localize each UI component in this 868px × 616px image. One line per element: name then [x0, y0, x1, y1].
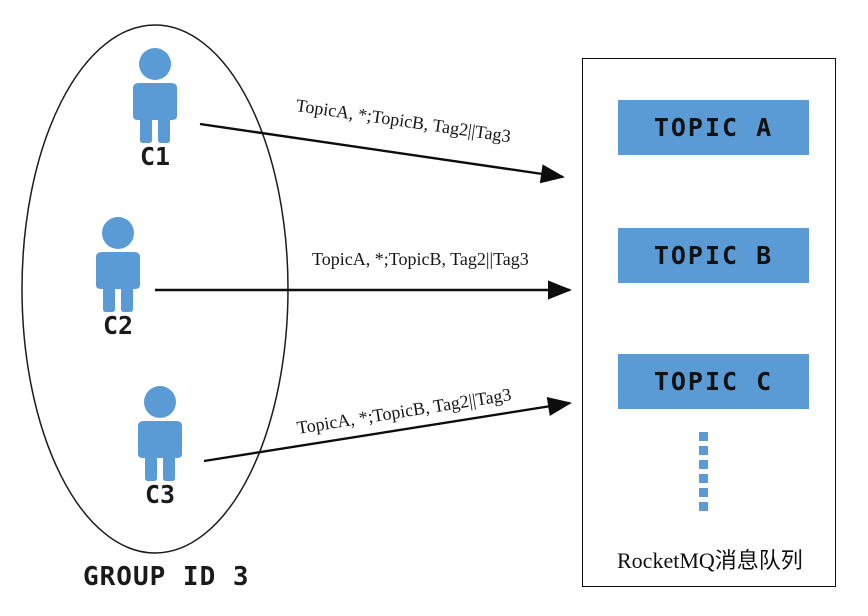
consumer-label-c2: C2	[102, 311, 134, 340]
ellipsis-dot	[699, 474, 708, 483]
person-icon-c1	[119, 47, 191, 143]
ellipsis-dot	[699, 502, 708, 511]
topic-box-c[interactable]: TOPIC C	[618, 354, 809, 409]
ellipsis-dot	[699, 488, 708, 497]
person-icon-c2	[82, 216, 154, 312]
person-icon	[138, 386, 182, 481]
person-icon	[133, 48, 177, 143]
arrow-c3-to-topic-c	[203, 396, 572, 463]
ellipsis-dot	[699, 460, 708, 469]
ellipsis-dot	[699, 432, 708, 441]
group-id-label: GROUP ID 3	[83, 562, 250, 592]
person-icon-c3	[124, 385, 196, 481]
vertical-ellipsis-icon	[699, 432, 708, 511]
person-icon	[96, 217, 140, 312]
consumer-label-c1: C1	[139, 142, 171, 171]
edge-label-c2: TopicA, *;TopicB, Tag2||Tag3	[312, 249, 529, 269]
broker-caption: RocketMQ消息队列	[617, 548, 803, 573]
arrow-c1-to-topic-a	[199, 122, 565, 184]
topic-box-a[interactable]: TOPIC A	[618, 100, 809, 155]
ellipsis-dot	[699, 446, 708, 455]
topic-box-b[interactable]: TOPIC B	[618, 228, 809, 283]
consumer-label-c3: C3	[144, 480, 176, 509]
